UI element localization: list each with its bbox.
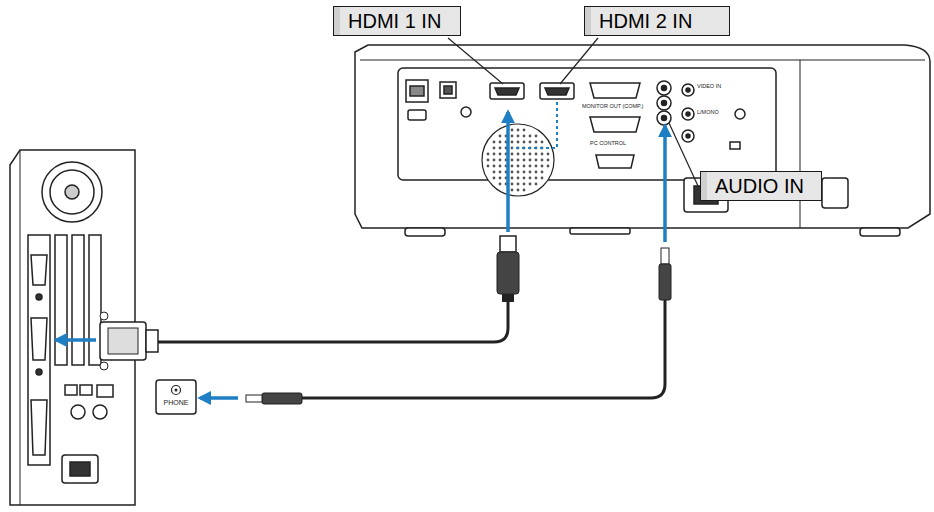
port-label: MONITOR OUT (COMP.) [582, 104, 643, 110]
projector [355, 45, 930, 236]
callout-text: HDMI 1 IN [348, 9, 441, 33]
audio-cable [156, 248, 671, 414]
direction-arrow [56, 102, 665, 398]
speaker-grille [482, 124, 554, 196]
callout-box: HDMI 2 IN [584, 6, 730, 36]
leader-line [448, 38, 698, 186]
jack-label: PHONE [156, 399, 196, 406]
callout-text: HDMI 2 IN [599, 9, 692, 33]
hdmi-cable [100, 236, 519, 370]
callout-box: HDMI 1 IN [333, 6, 461, 36]
port-label: VIDEO IN [697, 84, 721, 90]
port-label: L/MONO [697, 110, 719, 116]
port-label: PC CONTROL [590, 141, 626, 147]
callout-box: AUDIO IN [700, 171, 822, 201]
callout-text: AUDIO IN [715, 174, 804, 198]
